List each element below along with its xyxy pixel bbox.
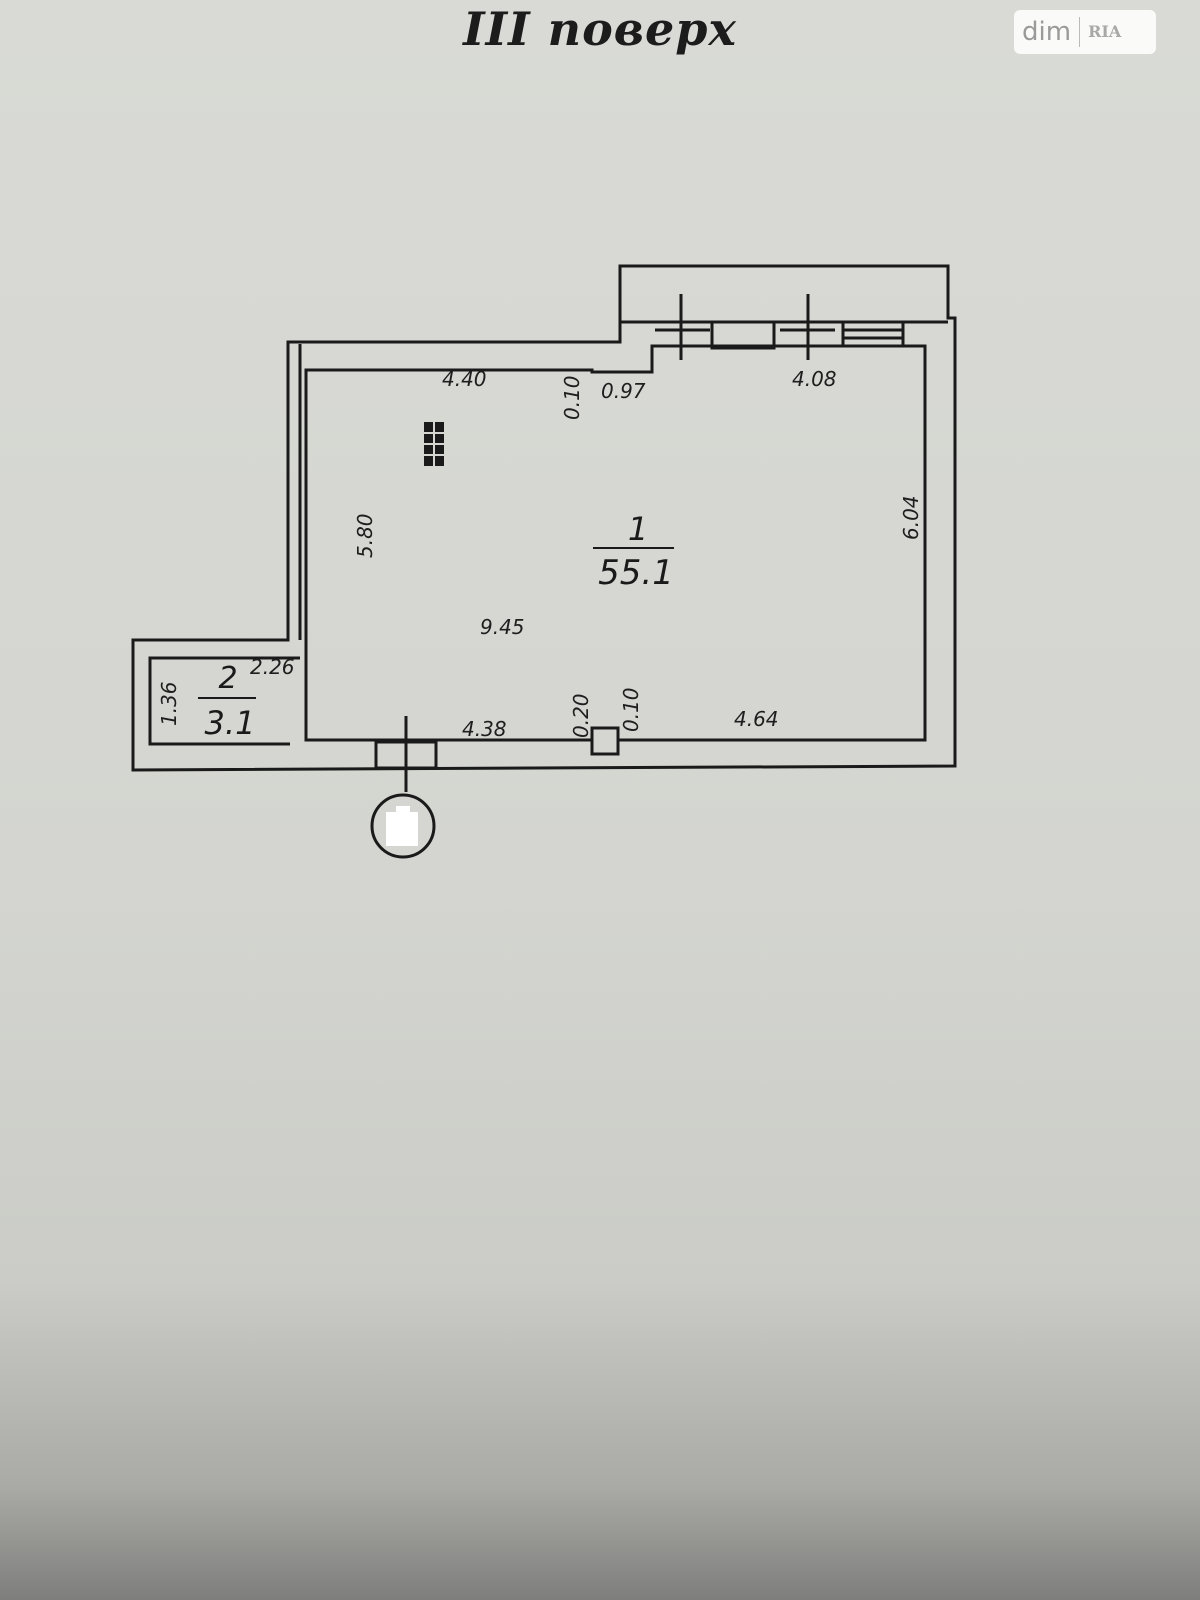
balcony-door — [710, 320, 776, 350]
dim-bottom-offset: 0.10 — [619, 687, 643, 732]
balcony-window-block — [841, 320, 905, 348]
dim-room2-height: 1.36 — [157, 681, 181, 726]
entrance-door — [374, 716, 438, 792]
plan-walls — [131, 264, 957, 772]
room-1-area: 55.1 — [598, 553, 674, 593]
watermark-brand: dim — [1022, 17, 1072, 47]
dim-top-offset: 0.10 — [560, 375, 584, 420]
inner-wall-room-2 — [148, 656, 300, 746]
dim-top-left-width: 4.40 — [442, 367, 487, 391]
dim-room2-width: 2.26 — [250, 655, 295, 679]
entrance-marker-icon — [370, 793, 436, 859]
dim-right-height: 6.04 — [899, 495, 923, 540]
column-icon — [590, 726, 620, 756]
watermark-sub: RIA — [1079, 17, 1121, 47]
room-2-number: 2 — [218, 661, 237, 696]
balcony-openings — [655, 294, 905, 360]
dim-bottom-left-width: 4.38 — [462, 717, 507, 741]
dim-bottom-column: 0.20 — [569, 693, 593, 738]
room-2-area: 3.1 — [205, 704, 256, 742]
radiator-icon — [424, 422, 444, 466]
floor-title: III поверх — [463, 2, 737, 56]
watermark-logo: dim RIA — [1014, 10, 1156, 54]
dim-total-width: 9.45 — [480, 615, 525, 639]
inner-wall-room-1 — [304, 344, 927, 742]
outer-wall — [131, 264, 957, 772]
room-1-number: 1 — [628, 510, 648, 548]
dim-left-height: 5.80 — [353, 513, 377, 558]
dim-top-right-width: 4.08 — [792, 367, 837, 391]
dim-bottom-right-width: 4.64 — [734, 707, 779, 731]
dim-top-step: 0.97 — [601, 379, 646, 403]
